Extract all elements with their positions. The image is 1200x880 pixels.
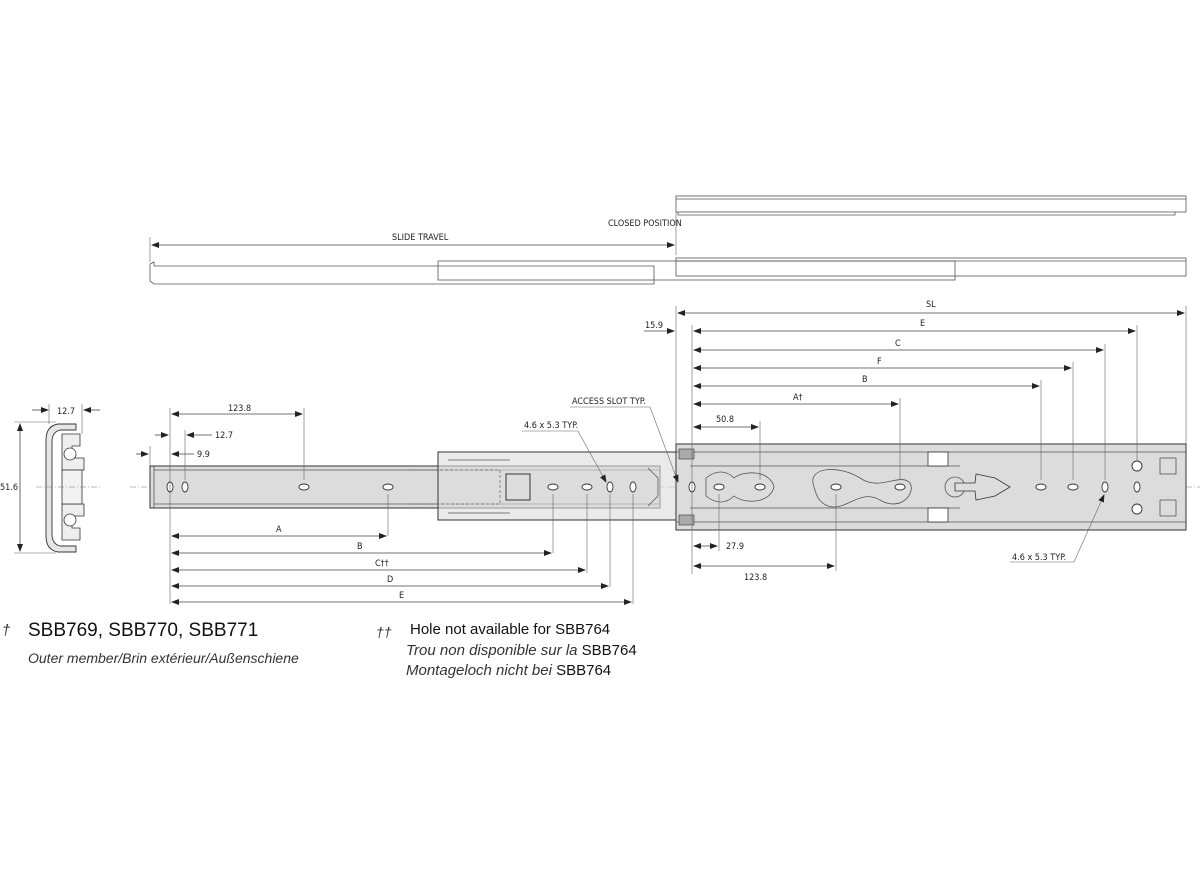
- dim-e-inner: E: [399, 591, 404, 601]
- dim-e-outer: E: [920, 319, 925, 329]
- cross-section-width: 12.7: [57, 407, 75, 417]
- dim-a-outer: A†: [793, 393, 803, 403]
- line-2-model: SBB764: [581, 642, 637, 659]
- dagger-models: SBB769, SBB770, SBB771: [28, 620, 259, 641]
- dim-f-outer: F: [877, 357, 882, 367]
- double-dagger-line-1: Hole not available for SBB764: [410, 621, 611, 638]
- hole-note-outer: 4.6 x 5.3 TYP.: [1012, 553, 1066, 563]
- extended-position-view: [149, 257, 1187, 285]
- outer-member-dimensions: [644, 306, 1187, 574]
- dim-27-9: 27.9: [726, 542, 744, 552]
- outer-member: [675, 443, 1187, 531]
- dim-12-7: 12.7: [215, 431, 233, 441]
- dim-c-inner: C††: [375, 559, 389, 569]
- closed-position-view: [675, 195, 1187, 216]
- dim-b-inner: B: [357, 542, 363, 552]
- dagger-symbol: †: [2, 622, 11, 639]
- dim-50-8: 50.8: [716, 415, 734, 425]
- cross-section-height: 51.6: [0, 483, 18, 493]
- cross-section: [36, 423, 100, 553]
- double-dagger-line-3: Montageloch nicht bei SBB764: [406, 662, 611, 679]
- inner-member-dimensions: [136, 406, 679, 605]
- closed-position-label: CLOSED POSITION: [608, 219, 682, 229]
- dim-a-inner: A: [276, 525, 282, 535]
- line-3-model: SBB764: [556, 662, 612, 679]
- line-3-text: Montageloch nicht bei: [406, 662, 557, 679]
- dim-c-outer: C: [895, 339, 901, 349]
- dim-123-8-inner: 123.8: [228, 404, 251, 414]
- access-slot-label: ACCESS SLOT TYP.: [572, 397, 646, 407]
- hole-note-inner: 4.6 x 5.3 TYP.: [524, 421, 578, 431]
- dim-d-inner: D: [387, 575, 393, 585]
- dagger-description: Outer member/Brin extérieur/Außenschiene: [28, 650, 299, 666]
- dim-15-9: 15.9: [645, 321, 663, 331]
- slide-travel-label: SLIDE TRAVEL: [392, 233, 449, 243]
- dim-123-8-outer: 123.8: [744, 573, 767, 583]
- outer-member-holes: [688, 460, 1143, 515]
- dim-sl: SL: [926, 300, 936, 310]
- line-2-text: Trou non disponible sur la: [406, 642, 582, 659]
- dim-9-9: 9.9: [197, 450, 210, 460]
- double-dagger-line-2: Trou non disponible sur la SBB764: [406, 642, 637, 659]
- double-dagger-symbol: ††: [376, 624, 392, 640]
- dim-b-outer: B: [862, 375, 868, 385]
